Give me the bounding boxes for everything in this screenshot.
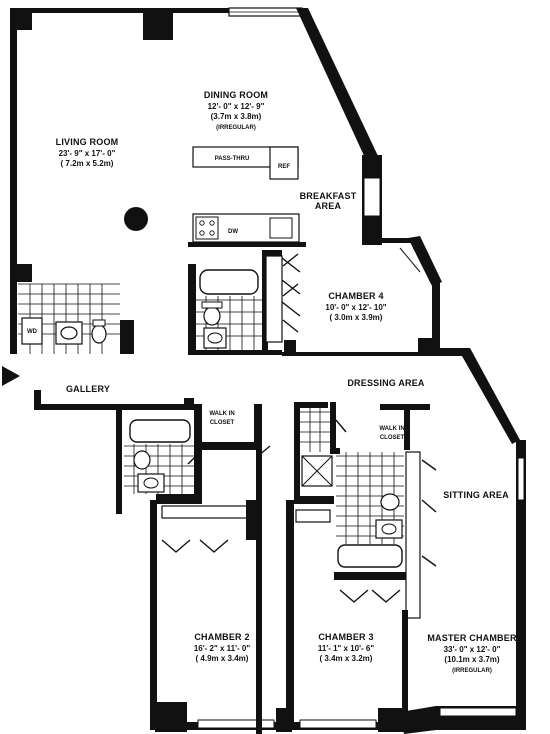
chamber3-label: CHAMBER 3 11'- 1" x 10'- 6" ( 3.4m x 3.2…	[318, 632, 375, 663]
chamber2-name: CHAMBER 2	[194, 632, 249, 642]
kitchen-labels: PASS-THRU REF DW WD	[27, 156, 290, 335]
dining-room-label: DINING ROOM 12'- 0" x 12'- 9" (3.7m x 3.…	[204, 90, 268, 131]
ref-label: REF	[278, 164, 290, 170]
dining-room-name: DINING ROOM	[204, 90, 268, 100]
dining-room-note: (IRREGULAR)	[216, 125, 256, 131]
interior-walls	[10, 146, 438, 734]
chamber2-label: CHAMBER 2 16'- 2" x 11'- 0" ( 4.9m x 3.4…	[194, 632, 251, 663]
chamber3-name: CHAMBER 3	[318, 632, 373, 642]
exterior-walls	[2, 7, 526, 734]
living-room-dim-ft: 23'- 9" x 17'- 0"	[59, 149, 116, 158]
sitting-area-name: SITTING AREA	[443, 490, 509, 500]
walk-in-closet-2-line2: CLOSET	[380, 435, 405, 441]
dining-room-dim-m: (3.7m x 3.8m)	[211, 112, 262, 121]
dressing-area-label: DRESSING AREA	[347, 378, 425, 388]
master-chamber-dim-ft: 33'- 0" x 12'- 0"	[444, 645, 501, 654]
gallery-name: GALLERY	[66, 384, 110, 394]
chamber4-dim-m: ( 3.0m x 3.9m)	[330, 313, 383, 322]
chamber4-name: CHAMBER 4	[328, 291, 383, 301]
chamber3-dim-m: ( 3.4m x 3.2m)	[320, 654, 373, 663]
dining-room-dim-ft: 12'- 0" x 12'- 9"	[208, 102, 265, 111]
sitting-area-label: SITTING AREA	[443, 490, 509, 500]
dw-label: DW	[228, 229, 238, 235]
living-room-label: LIVING ROOM 23'- 9" x 17'- 0" ( 7.2m x 5…	[56, 137, 119, 168]
breakfast-line1: BREAKFAST	[300, 191, 357, 201]
chamber4-dim-ft: 10'- 0" x 12'- 10"	[325, 303, 386, 312]
living-room-dim-m: ( 7.2m x 5.2m)	[61, 159, 114, 168]
breakfast-line2: AREA	[315, 201, 342, 211]
chamber2-dim-m: ( 4.9m x 3.4m)	[196, 654, 249, 663]
chamber3-dim-ft: 11'- 1" x 10'- 6"	[318, 644, 375, 653]
walk-in-closet-2-line1: WALK IN	[379, 426, 404, 432]
pass-thru-label: PASS-THRU	[215, 156, 250, 162]
gallery-label: GALLERY	[66, 384, 110, 394]
walk-in-closet-1-line2: CLOSET	[210, 420, 235, 426]
walk-in-closet-1-line1: WALK IN	[209, 411, 234, 417]
closet-labels: WALK IN CLOSET WALK IN CLOSET	[209, 411, 404, 441]
chamber4-label: CHAMBER 4 10'- 0" x 12'- 10" ( 3.0m x 3.…	[325, 291, 386, 322]
master-chamber-label: MASTER CHAMBER 33'- 0" x 12'- 0" (10.1m …	[427, 633, 517, 674]
wd-label: WD	[27, 329, 38, 335]
chamber2-dim-ft: 16'- 2" x 11'- 0"	[194, 644, 251, 653]
dressing-area-name: DRESSING AREA	[347, 378, 425, 388]
master-chamber-name: MASTER CHAMBER	[427, 633, 517, 643]
master-chamber-note: (IRREGULAR)	[452, 668, 492, 674]
fixtures	[21, 255, 403, 539]
door-swings	[161, 253, 437, 603]
breakfast-area-label: BREAKFAST AREA	[300, 191, 357, 211]
living-room-name: LIVING ROOM	[56, 137, 119, 147]
master-chamber-dim-m: (10.1m x 3.7m)	[444, 655, 499, 664]
